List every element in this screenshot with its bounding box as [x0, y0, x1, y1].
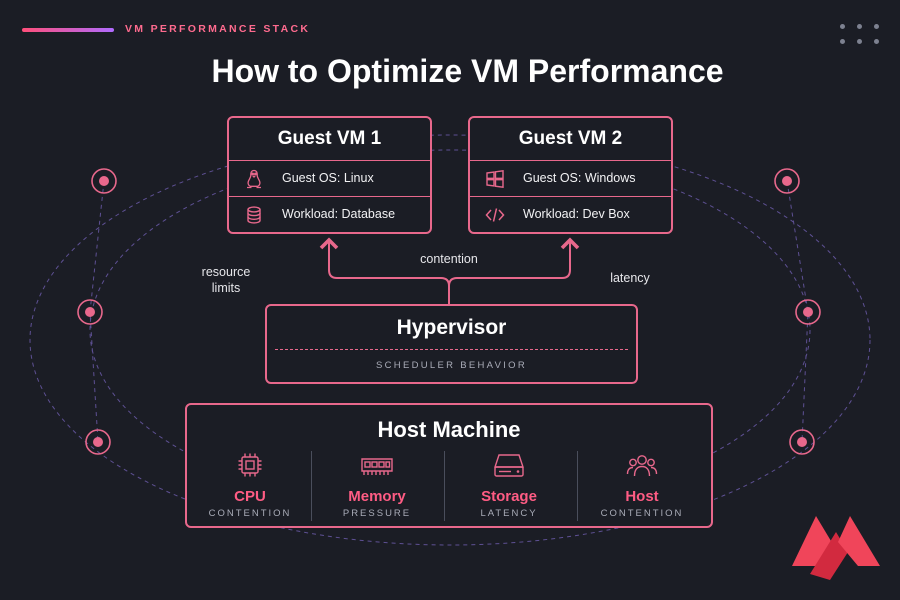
guest-vm-2-workload-row: Workload: Dev Box [470, 196, 671, 232]
guest-vm-1-os-row: Guest OS: Linux [229, 160, 430, 196]
latency-label: latency [610, 271, 650, 285]
hypervisor-to-vm-arrows [319, 237, 580, 304]
linux-tux-icon [247, 169, 261, 189]
guest-vm-1-workload-row: Workload: Database [229, 196, 430, 232]
guest-vm-2-title: Guest VM 2 [518, 128, 623, 149]
accent-bar [22, 28, 114, 32]
guest-vm-2-card: Guest VM 2 Guest OS: Windows Workload: D… [468, 116, 673, 234]
node-left-mid [77, 299, 103, 325]
storage-sublabel: LATENCY [480, 508, 538, 519]
guest-vm-2-os: Guest OS: Windows [523, 171, 636, 185]
outer-orbit [29, 134, 871, 546]
resource-limits-label: resource limits [201, 265, 251, 295]
node-right-bottom [789, 429, 815, 455]
host-machine-card: Host Machine CPU CONTENTION Memory PRESS… [185, 403, 713, 528]
arrow-to-guest-vm-1 [319, 237, 450, 304]
storage-drive-icon [494, 454, 524, 477]
users-group-icon [626, 455, 658, 477]
guest-vm-1-card: Guest VM 1 Guest OS: Linux Workload: Dat… [227, 116, 432, 234]
cpu-chip-icon [238, 453, 262, 477]
cpu-sublabel: CONTENTION [208, 508, 292, 519]
node-right-mid [795, 299, 821, 325]
hypervisor-divider [275, 349, 628, 350]
cpu-label: CPU [234, 488, 266, 505]
storage-label: Storage [481, 488, 537, 505]
arrow-to-guest-vm-2 [448, 237, 580, 287]
guest-vm-2-workload: Workload: Dev Box [523, 207, 630, 221]
host-resource-cpu: CPU CONTENTION [187, 449, 313, 525]
host-label: Host [625, 488, 659, 505]
host-resource-host: Host CONTENTION [579, 449, 705, 525]
contention-label: contention [420, 252, 478, 266]
resource-divider [444, 451, 445, 521]
node-left-bottom [85, 429, 111, 455]
dots-menu-icon[interactable] [838, 22, 882, 48]
page-title: How to Optimize VM Performance [211, 53, 724, 89]
hypervisor-title: Hypervisor [396, 316, 507, 339]
host-resource-memory: Memory PRESSURE [314, 449, 440, 525]
database-icon [247, 206, 261, 224]
host-resource-storage: Storage LATENCY [446, 449, 572, 525]
guest-vm-1-title: Guest VM 1 [277, 128, 382, 149]
memory-sublabel: PRESSURE [342, 508, 412, 519]
memory-module-icon [361, 458, 393, 475]
code-brackets-icon [485, 208, 505, 222]
resource-divider [311, 451, 312, 521]
orbit-nodes [77, 168, 821, 455]
host-machine-title: Host Machine [377, 417, 521, 442]
guest-vm-1-workload: Workload: Database [282, 207, 396, 221]
node-right-top [774, 168, 800, 194]
guest-vm-2-os-row: Guest OS: Windows [470, 160, 671, 196]
guest-vm-1-os: Guest OS: Linux [282, 171, 374, 185]
brand-logo [792, 516, 880, 580]
node-left-top [91, 168, 117, 194]
resource-divider [577, 451, 578, 521]
host-sublabel: CONTENTION [600, 508, 684, 519]
hypervisor-subtitle: SCHEDULER BEHAVIOR [375, 360, 528, 371]
memory-label: Memory [348, 488, 406, 505]
orbit-connector-right [786, 180, 809, 443]
section-kicker: VM PERFORMANCE STACK [125, 23, 311, 35]
windows-icon [486, 170, 504, 188]
hypervisor-card: Hypervisor SCHEDULER BEHAVIOR [265, 304, 638, 384]
